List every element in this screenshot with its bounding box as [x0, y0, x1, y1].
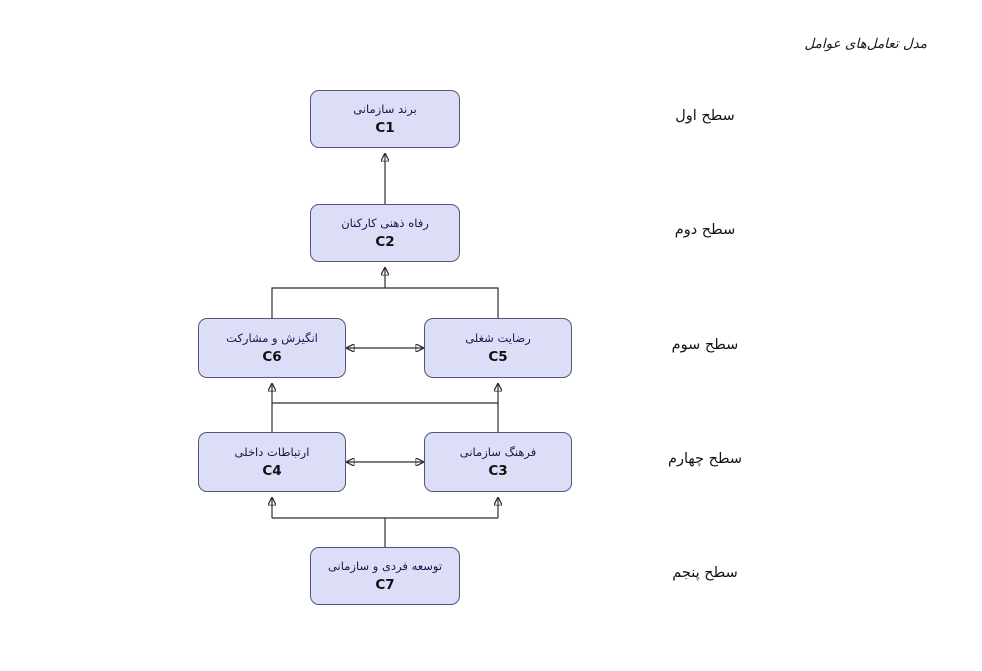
node-c2: رفاه ذهنی کارکنان C2	[310, 204, 460, 262]
node-label: ارتباطات داخلی	[234, 444, 310, 459]
node-c6: انگیزش و مشارکت C6	[198, 318, 346, 378]
node-code: C6	[262, 349, 282, 366]
edge-bus-level3	[271, 287, 499, 318]
node-code: C3	[488, 463, 508, 480]
level-label-3: سطح سوم	[671, 337, 739, 353]
node-label: رفاه ذهنی کارکنان	[341, 215, 429, 230]
node-code: C2	[375, 234, 395, 251]
node-label: رضایت شغلی	[465, 330, 531, 345]
node-label: برند سازمانی	[353, 101, 417, 116]
node-c3: فرهنگ سازمانی C3	[424, 432, 572, 492]
diagram-title: مدل تعامل‌های عوامل	[804, 36, 927, 52]
level-label-4: سطح چهارم	[667, 451, 743, 467]
level-label-1: سطح اول	[675, 108, 735, 124]
node-code: C7	[375, 577, 395, 594]
node-label: توسعه فردی و سازمانی	[327, 558, 443, 573]
node-label: فرهنگ سازمانی	[459, 444, 537, 459]
node-c1: برند سازمانی C1	[310, 90, 460, 148]
node-code: C5	[488, 349, 508, 366]
node-c5: رضایت شغلی C5	[424, 318, 572, 378]
edge-bus-c7	[272, 517, 498, 547]
node-c7: توسعه فردی و سازمانی C7	[310, 547, 460, 605]
node-code: C1	[375, 120, 395, 137]
level-label-5: سطح پنجم	[672, 565, 738, 581]
node-code: C4	[262, 463, 282, 480]
level-label-2: سطح دوم	[674, 222, 736, 238]
node-label: انگیزش و مشارکت	[226, 330, 318, 345]
node-c4: ارتباطات داخلی C4	[198, 432, 346, 492]
